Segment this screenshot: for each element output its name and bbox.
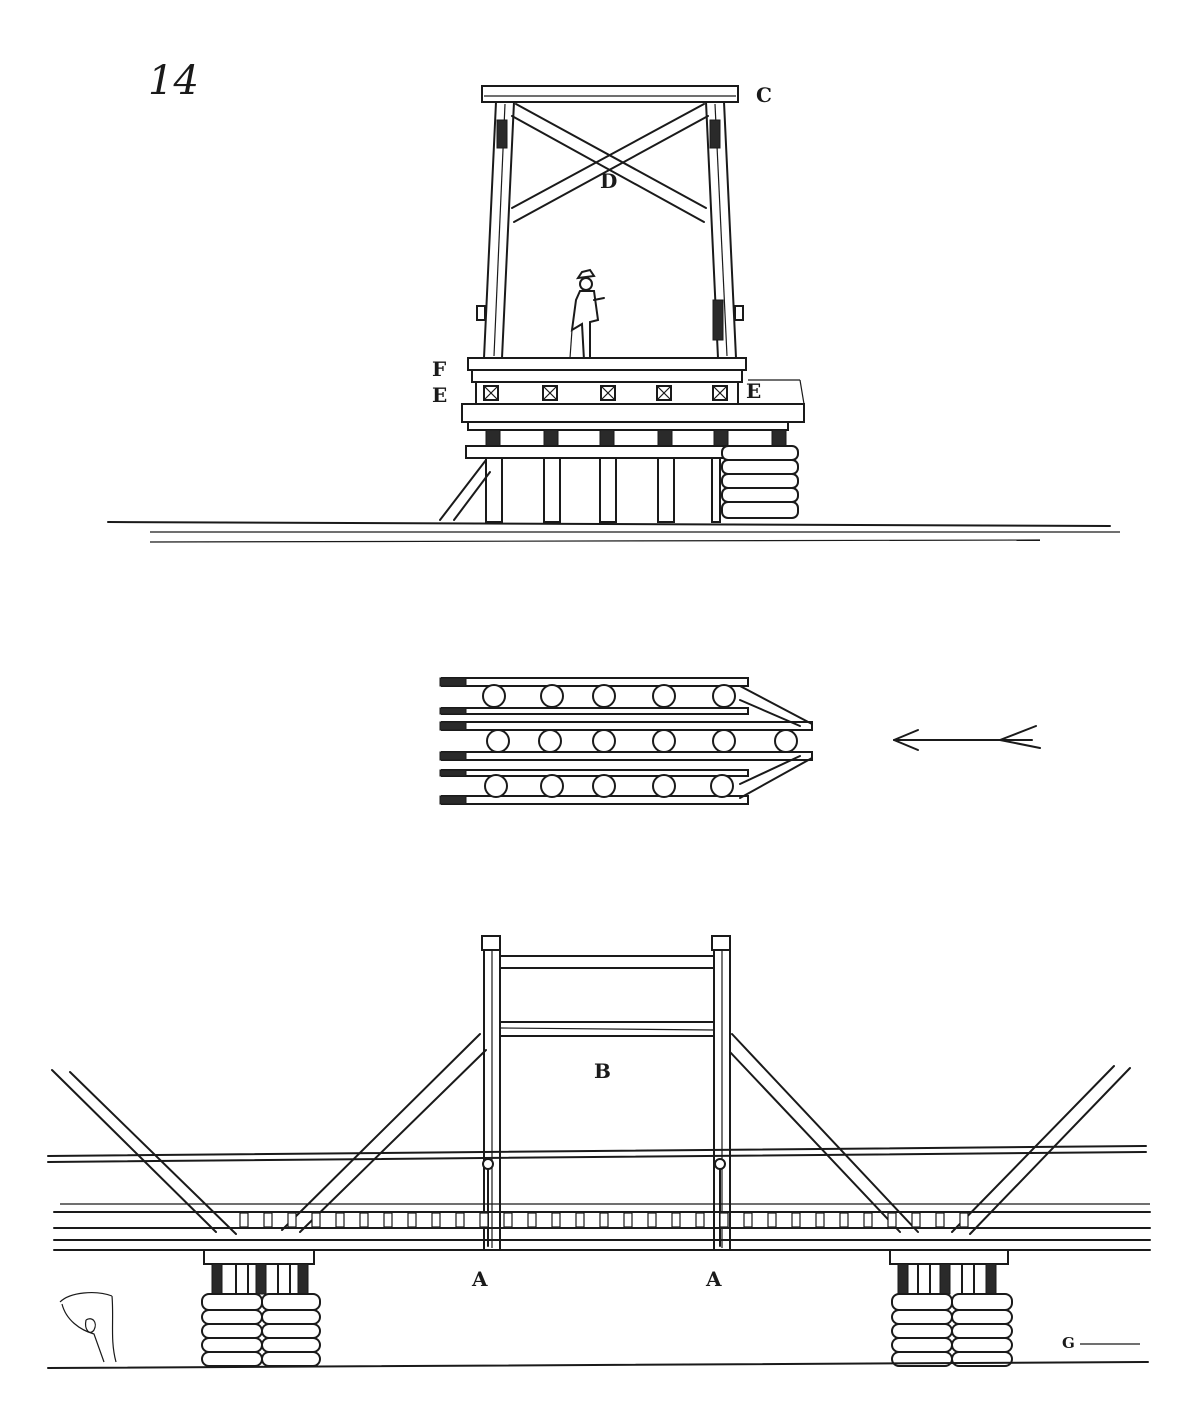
deck-joist xyxy=(887,1212,897,1228)
deck-joist xyxy=(959,1212,969,1228)
label-c: C xyxy=(756,83,772,107)
deck-joist xyxy=(647,1212,657,1228)
deck-joist xyxy=(575,1212,585,1228)
deck-joist xyxy=(623,1212,633,1228)
deck-joist xyxy=(407,1212,417,1228)
deck-joist xyxy=(863,1212,873,1228)
deck-joist xyxy=(455,1212,465,1228)
end-elevation-view: C D F E E xyxy=(107,83,1120,543)
log-crib-top xyxy=(721,445,799,519)
deck-joist xyxy=(431,1212,441,1228)
plan-view xyxy=(439,677,1041,805)
crossed-blocks xyxy=(483,385,728,401)
deck-joist xyxy=(503,1212,513,1228)
deck-joist xyxy=(743,1212,753,1228)
man-figure xyxy=(569,268,605,361)
deck-joist xyxy=(263,1212,273,1228)
deck-f xyxy=(467,357,747,371)
deck-joist xyxy=(719,1212,729,1228)
piles xyxy=(485,457,721,523)
deck-joist xyxy=(695,1212,705,1228)
deck-joist xyxy=(671,1212,681,1228)
deck-joist xyxy=(311,1212,321,1228)
deck-joist xyxy=(815,1212,825,1228)
label-e-left: E xyxy=(432,383,447,407)
deck-joist xyxy=(935,1212,945,1228)
deck-joist xyxy=(239,1212,249,1228)
cross-brace-a xyxy=(515,103,707,209)
current-arrow xyxy=(893,725,1041,751)
deck-joist xyxy=(287,1212,297,1228)
deck-joist xyxy=(551,1212,561,1228)
cross-brace-b xyxy=(511,103,705,209)
deck-joist xyxy=(767,1212,777,1228)
pier-right xyxy=(889,1249,1013,1367)
deck-joist xyxy=(527,1212,537,1228)
deck-joist xyxy=(791,1212,801,1228)
deck-joist xyxy=(911,1212,921,1228)
diagonal-braces xyxy=(51,1033,1131,1235)
deck-joist xyxy=(479,1212,489,1228)
deck-joists xyxy=(239,1212,969,1228)
ground-line-bottom xyxy=(47,1361,1149,1369)
engraver-signature: G xyxy=(1062,1334,1075,1352)
deck-joist xyxy=(335,1212,345,1228)
hand-sketch xyxy=(59,1292,117,1363)
cap-beam xyxy=(481,85,739,103)
upper-chord xyxy=(47,1145,1147,1157)
label-b: B xyxy=(594,1059,611,1083)
pier-left xyxy=(201,1249,321,1367)
label-e-right: E xyxy=(746,379,761,403)
side-elevation-view: B A A G xyxy=(47,935,1151,1369)
label-f: F xyxy=(432,357,446,381)
figure-number: 14 xyxy=(148,58,199,104)
label-a-left: A xyxy=(471,1267,488,1291)
deck-joist xyxy=(599,1212,609,1228)
deck-joist xyxy=(359,1212,369,1228)
ground-line-top xyxy=(107,521,1111,527)
label-d: D xyxy=(600,169,617,193)
label-a-right: A xyxy=(705,1267,722,1291)
deck-joist xyxy=(839,1212,849,1228)
pile-heads xyxy=(485,429,787,447)
plan-piles xyxy=(482,684,798,798)
deck-joist xyxy=(383,1212,393,1228)
